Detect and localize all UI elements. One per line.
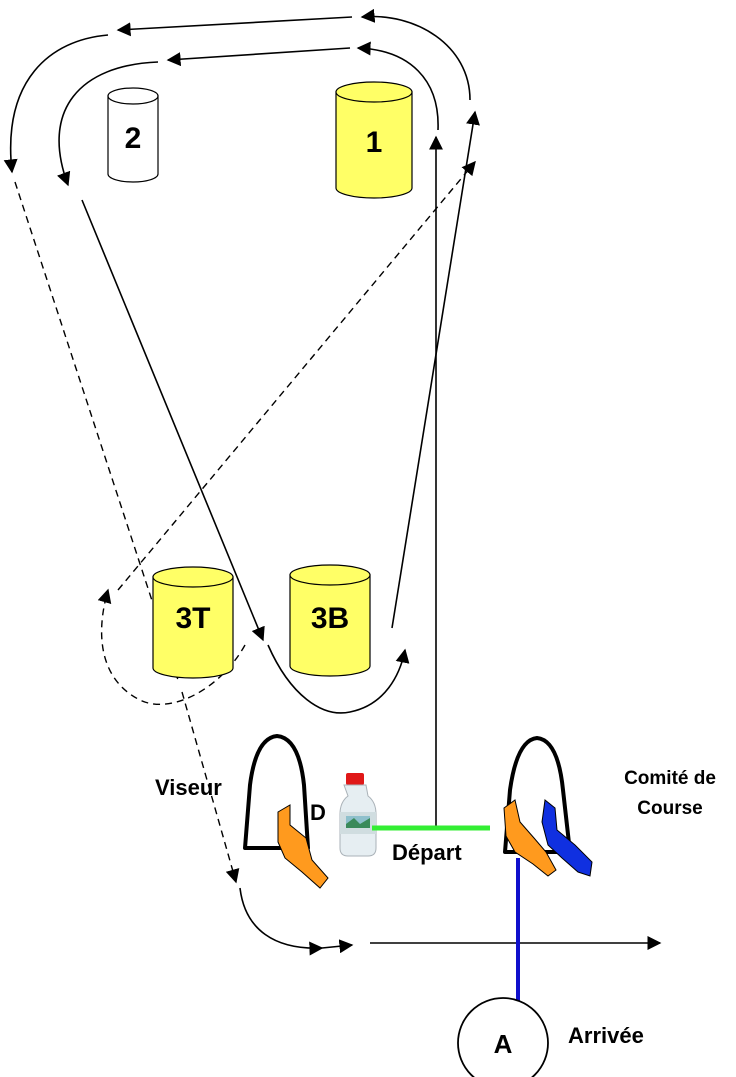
bottle-mark: [339, 773, 377, 857]
buoy-3b-label: 3B: [311, 602, 349, 635]
buoy-2: 2: [107, 87, 159, 183]
arrivee-mark: A: [457, 997, 549, 1077]
arrivee-mark-label: A: [494, 1029, 513, 1059]
comite-label-line1: Comité de: [624, 768, 716, 789]
buoy-1: 1: [335, 81, 413, 199]
buoy-3t: 3T: [152, 566, 234, 679]
buoy-1-label: 1: [366, 126, 383, 159]
buoy-2-label: 2: [125, 122, 142, 155]
comite-label-line2: Course: [637, 798, 702, 819]
buoy-3b: 3B: [289, 564, 371, 677]
comite-boat: [503, 736, 593, 877]
solid-legs: [81, 110, 662, 956]
arrivee-label: Arrivée: [568, 1023, 644, 1048]
dashed-legs: [14, 160, 476, 884]
depart-label: Départ: [392, 840, 462, 865]
outer-loop-path: [3, 8, 471, 174]
inner-loop-path: [57, 41, 439, 187]
viseur-label: Viseur: [155, 775, 222, 800]
buoy-3t-label: 3T: [175, 602, 210, 635]
viseur-boat: [243, 734, 329, 889]
d-label: D: [310, 800, 326, 825]
